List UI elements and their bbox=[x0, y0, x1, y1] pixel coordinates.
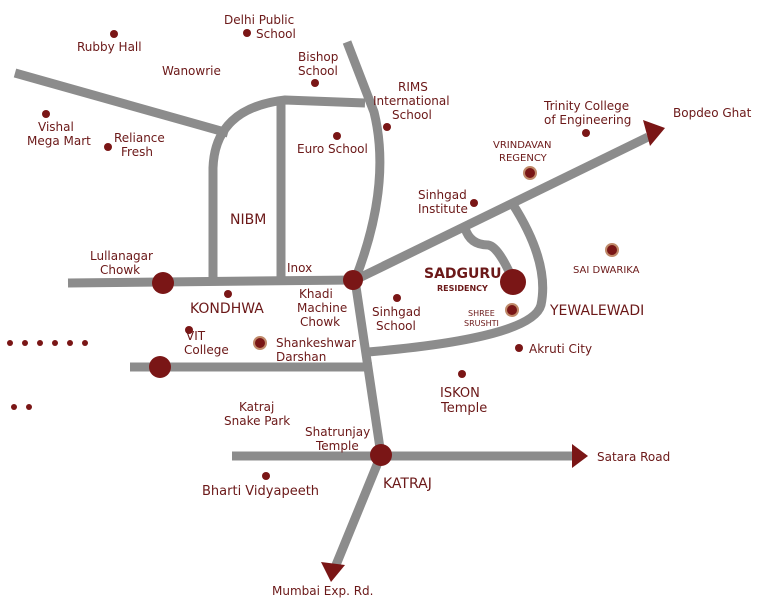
label-inox: Inox bbox=[287, 261, 312, 275]
junction-lullanagar bbox=[152, 272, 174, 294]
road-yewalewadi bbox=[367, 200, 548, 357]
sadguru-residency-marker bbox=[500, 269, 526, 295]
road-wanowrie bbox=[13, 68, 230, 138]
junction-katraj bbox=[370, 444, 392, 466]
label-sadguru: SADGURU bbox=[424, 266, 502, 282]
label-yewalewadi: YEWALEWADI bbox=[549, 303, 644, 319]
label-bharti-vidyapeeth: Bharti Vidyapeeth bbox=[202, 484, 319, 499]
road-bopdeo bbox=[353, 132, 650, 285]
arrows bbox=[321, 120, 665, 582]
arrow-mumbai-icon bbox=[321, 562, 345, 582]
label-katraj: KATRAJ bbox=[383, 476, 432, 492]
arrow-bopdeo-icon bbox=[643, 120, 665, 146]
label-wanowrie: Wanowrie bbox=[162, 64, 221, 78]
label-euro-school: Euro School bbox=[297, 142, 368, 156]
label-bopdeo-ghat: Bopdeo Ghat bbox=[673, 106, 752, 120]
road-nibm-loop bbox=[208, 95, 366, 280]
label-kondhwa: KONDHWA bbox=[190, 301, 264, 317]
markers bbox=[42, 29, 619, 480]
road-sadguru bbox=[460, 226, 518, 282]
label-rubby-hall: Rubby Hall bbox=[77, 40, 142, 54]
roads bbox=[13, 40, 650, 567]
road-main-katraj bbox=[331, 279, 386, 567]
label-akruti-city: Akruti City bbox=[529, 342, 592, 356]
road-rims bbox=[342, 40, 385, 282]
label-nibm: NIBM bbox=[230, 212, 266, 228]
arrow-satara-icon bbox=[572, 444, 588, 468]
label-sai-dwarika: SAI DWARIKA bbox=[573, 265, 640, 276]
label-mumbai-exp-road: Mumbai Exp. Rd. bbox=[272, 584, 373, 598]
continuation-dots bbox=[7, 340, 88, 410]
junction-khadi-machine bbox=[343, 270, 363, 290]
label-residency: RESIDENCY bbox=[437, 284, 488, 293]
label-satara-road: Satara Road bbox=[597, 450, 670, 464]
road-kondhwa bbox=[67, 275, 356, 288]
